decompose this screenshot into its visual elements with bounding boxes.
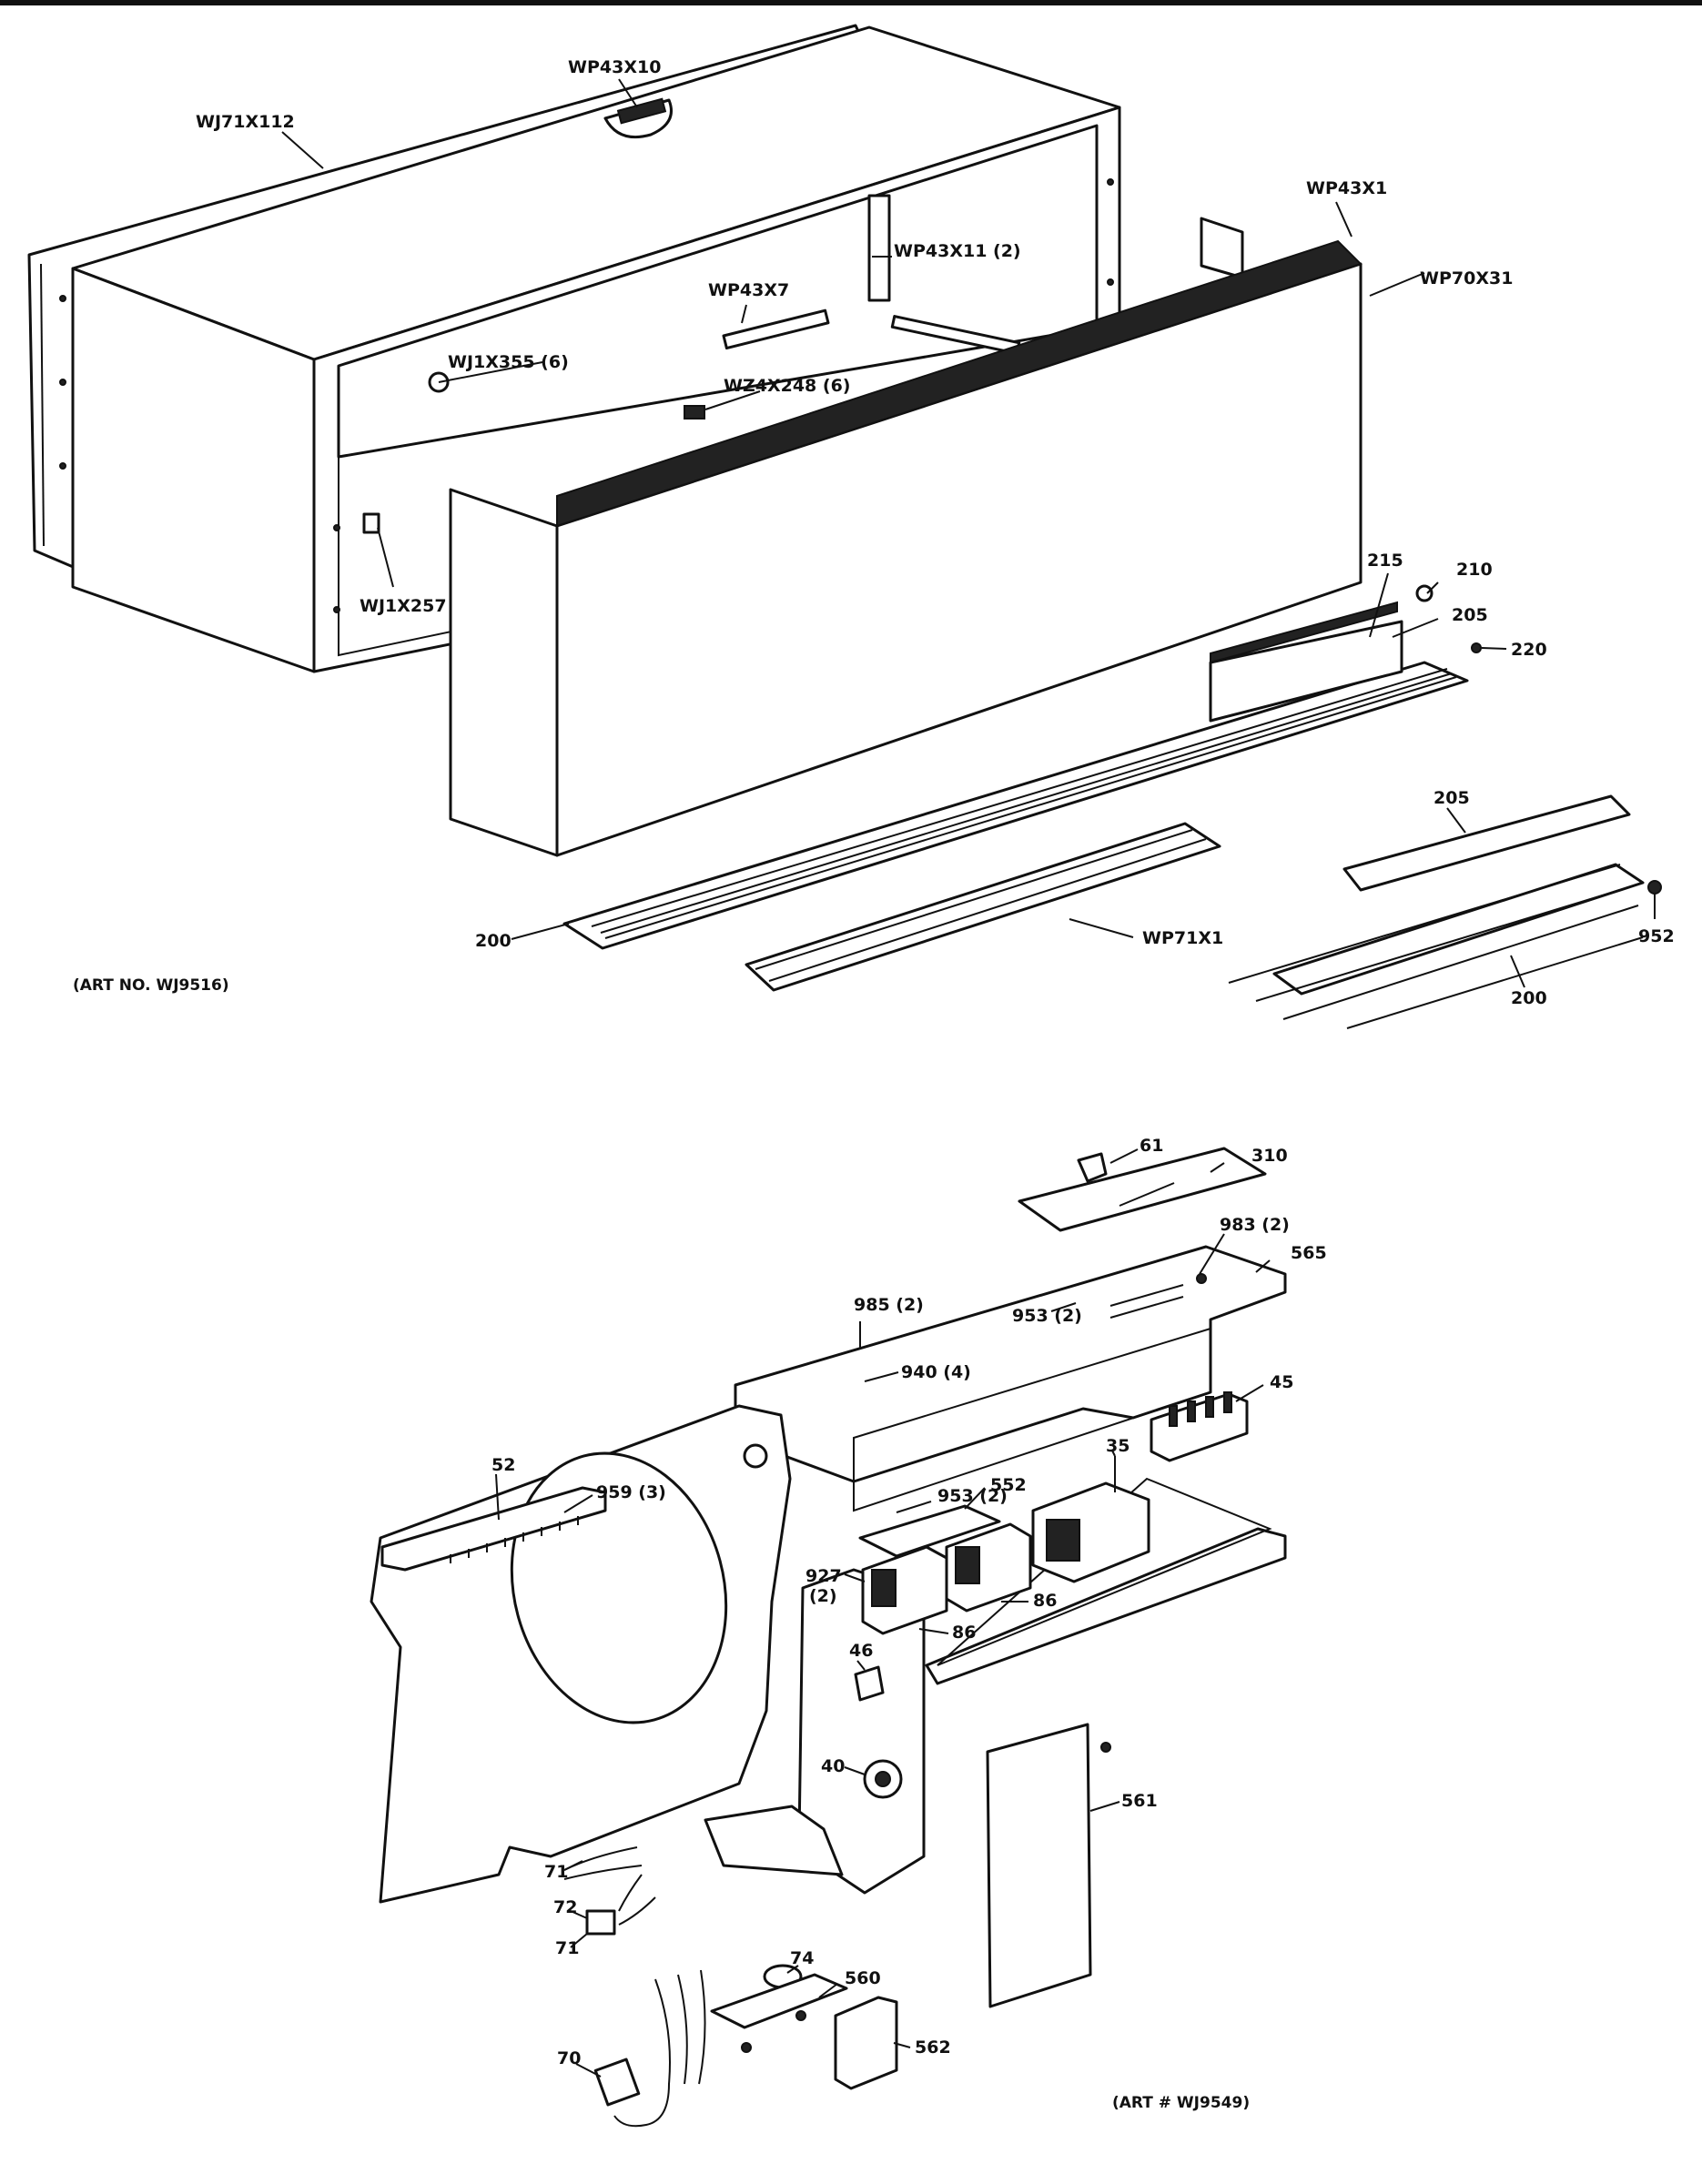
screw-210 — [1415, 584, 1434, 602]
label-561: 561 — [1121, 1791, 1158, 1811]
label-983: 983 (2) — [1220, 1215, 1290, 1235]
power-cord — [593, 1969, 706, 2128]
plug-button — [362, 512, 380, 534]
terminal-block — [1150, 1391, 1249, 1462]
label-61: 61 — [1140, 1136, 1163, 1156]
screw-952 — [1647, 880, 1662, 895]
label-wp43x7: WP43X7 — [708, 280, 789, 300]
control-cover-assembly — [1228, 794, 1662, 1029]
label-560: 560 — [845, 1968, 881, 1988]
top-border-rule — [0, 0, 1702, 5]
label-940: 940 (4) — [901, 1362, 971, 1382]
upper-assembly: WP43X10 WJ71X112 WP43X1 WP43X11 (2) WP70… — [27, 24, 1675, 1029]
wire-harness — [563, 1846, 656, 1936]
label-86-b: 86 — [1033, 1591, 1057, 1611]
label-953-b: 953 (2) — [937, 1486, 1008, 1506]
label-wp43x11: WP43X11 (2) — [894, 241, 1021, 261]
selector-switch — [1031, 1456, 1150, 1583]
label-wp43x1: WP43X1 — [1306, 178, 1387, 198]
base-plate — [925, 1527, 1287, 1685]
label-310: 310 — [1251, 1146, 1288, 1166]
label-959: 959 (3) — [596, 1482, 666, 1502]
label-74: 74 — [790, 1948, 814, 1968]
center-brace — [722, 308, 830, 350]
base-bracket — [704, 1805, 844, 1876]
screw — [684, 405, 705, 420]
label-552: 552 — [990, 1475, 1027, 1495]
label-35: 35 — [1106, 1436, 1130, 1456]
cord-mount-plate — [710, 1973, 848, 2029]
label-52: 52 — [491, 1455, 515, 1475]
louver-panel — [745, 822, 1221, 992]
label-562: 562 — [915, 2037, 951, 2058]
cover-screw — [1100, 1742, 1111, 1753]
nut-220 — [1471, 642, 1482, 653]
label-220: 220 — [1511, 640, 1547, 660]
label-wz4x248: WZ4X248 (6) — [724, 376, 850, 396]
label-927: 927 — [805, 1566, 842, 1586]
discharge-grille-assembly — [562, 601, 1469, 950]
label-71-b: 71 — [555, 1938, 579, 1958]
art-number-lower: (ART # WJ9549) — [1112, 2094, 1250, 2112]
label-wj71x112: WJ71X112 — [196, 112, 295, 132]
label-205-a: 205 — [1452, 605, 1488, 625]
lower-leaders — [495, 1148, 1271, 2078]
label-953-a: 953 (2) — [1012, 1306, 1082, 1326]
label-70: 70 — [557, 2048, 581, 2068]
thermostat-switch — [854, 1665, 885, 1702]
label-wj1x355: WJ1X355 (6) — [448, 352, 569, 372]
relay-mount-plate — [858, 1504, 1001, 1558]
lower-assembly: 61 310 983 (2) 565 985 (2) 953 (2) 940 (… — [370, 1136, 1327, 2128]
fastener-row — [450, 1516, 579, 1563]
label-45: 45 — [1270, 1372, 1293, 1392]
angle-bracket — [867, 194, 891, 302]
upper-leaders — [281, 78, 1656, 988]
label-952: 952 — [1638, 926, 1675, 946]
cord-cover — [834, 1996, 898, 2090]
label-200-b: 200 — [1511, 988, 1547, 1008]
relay-right — [945, 1522, 1032, 1613]
label-wp43x10: WP43X10 — [568, 57, 661, 77]
art-number-upper: (ART NO. WJ9516) — [73, 976, 229, 995]
control-knob — [1077, 1152, 1108, 1183]
label-927-qty: (2) — [809, 1586, 837, 1606]
relay-left — [861, 1545, 948, 1635]
label-86-a: 86 — [952, 1623, 976, 1643]
access-cover — [986, 1723, 1092, 2008]
label-40: 40 — [821, 1756, 845, 1776]
label-wp70x31: WP70X31 — [1420, 268, 1513, 288]
label-200-a: 200 — [475, 931, 512, 951]
label-wj1x257: WJ1X257 — [360, 596, 447, 616]
label-wp71x1: WP71X1 — [1142, 928, 1223, 948]
front-panel — [449, 217, 1363, 857]
label-215: 215 — [1367, 551, 1403, 571]
label-985: 985 (2) — [854, 1295, 924, 1315]
label-72: 72 — [553, 1897, 577, 1917]
label-565: 565 — [1291, 1243, 1327, 1263]
label-71-a: 71 — [544, 1862, 568, 1882]
fastener-bracket — [380, 1486, 607, 1572]
control-escutcheon — [1018, 1147, 1267, 1232]
label-46: 46 — [849, 1641, 873, 1661]
mount-hole — [743, 1443, 768, 1469]
label-205-b: 205 — [1434, 788, 1470, 808]
label-210: 210 — [1456, 560, 1493, 580]
